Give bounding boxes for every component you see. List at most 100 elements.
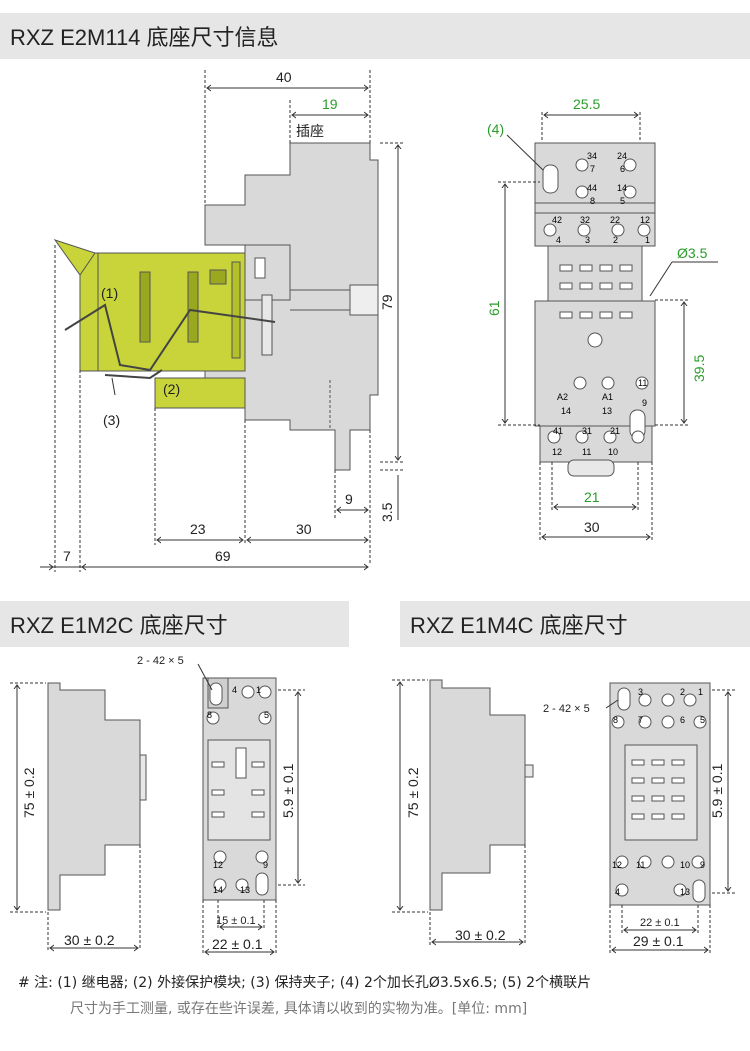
dim-7: 7: [63, 548, 71, 564]
dim-25-5: 25.5: [573, 96, 600, 112]
pin-label: 21: [610, 426, 620, 436]
pin-label: 10: [680, 860, 690, 870]
pin-label: 32: [580, 215, 590, 225]
bottom-right-front-view: [609, 682, 711, 906]
dim-30-left: 30 ± 0.2: [64, 932, 115, 948]
pin-label: 4: [556, 235, 561, 245]
dim-59-right: 5.9 ± 0.1: [709, 763, 725, 818]
bottom-left-pin-labels: 4 1 8 5 12 9 14 13: [207, 685, 269, 895]
bottom-left-dimensions: [10, 663, 305, 955]
pin-label: 8: [590, 196, 595, 206]
callout-4: (4): [487, 121, 504, 137]
dim-30: 30: [296, 521, 312, 537]
pin-label: 11: [638, 378, 647, 388]
notes-line-2: 尺寸为手工测量, 或存在些许误差, 具体请以收到的实物为准。[单位: mm]: [70, 1001, 528, 1017]
top-right-pin-labels: 34 24 7 6 44 14 8 5 42 32 22 12 4 3 2 1 …: [552, 151, 650, 457]
dim-15-left: 15 ± 0.1: [216, 915, 256, 927]
dim-61: 61: [486, 300, 502, 316]
pin-label: 11: [582, 447, 591, 457]
pin-label: 8: [207, 710, 212, 720]
pin-label: 14: [213, 885, 223, 895]
dim-22-right: 22 ± 0.1: [640, 917, 680, 929]
bottom-right-side-view: [429, 679, 534, 911]
pin-label: 12: [612, 860, 622, 870]
dim-59-left: 5.9 ± 0.1: [280, 763, 296, 818]
pin-label: RXZ E1M4C 底座尺寸: [410, 613, 628, 638]
dim-75-left: 75 ± 0.2: [21, 767, 37, 818]
pin-label: RXZ E2M114 底座尺寸信息: [10, 25, 279, 50]
pin-label: 44: [587, 183, 597, 193]
pin-label: 4: [615, 887, 620, 897]
pin-label: 5: [700, 715, 705, 725]
notes-line-1: # 注: (1) 继电器; (2) 外接保护模块; (3) 保持夹子; (4) …: [18, 975, 592, 991]
pin-label: 6: [620, 164, 625, 174]
pin-label: 31: [582, 426, 592, 436]
dim-40: 40: [276, 69, 292, 85]
dim-30-right-bottom: 30 ± 0.2: [455, 927, 506, 943]
pin-label: A2: [557, 392, 568, 402]
bottom-right-pin-labels: 3 2 1 8 7 6 5 12 11 10 9 4 13: [612, 687, 705, 897]
pin-label: 12: [552, 447, 562, 457]
pin-label: 13: [602, 406, 612, 416]
dim-22-left: 22 ± 0.1: [212, 936, 263, 952]
notes: # 注: (1) 继电器; (2) 外接保护模块; (3) 保持夹子; (4) …: [18, 972, 738, 1018]
dim-21: 21: [584, 489, 600, 505]
pin-label: 4: [232, 685, 237, 695]
pin-label: 7: [638, 715, 643, 725]
pin-label: 14: [561, 406, 571, 416]
pin-label: RXZ E1M2C 底座尺寸: [10, 613, 228, 638]
top-right-front-view: [534, 142, 656, 477]
callout-3: (3): [103, 412, 120, 428]
dim-hole: Ø3.5: [677, 245, 708, 261]
pin-label: 12: [640, 215, 650, 225]
pin-label: 9: [700, 860, 705, 870]
dim-30-right: 30: [584, 519, 600, 535]
pin-label: 1: [698, 687, 703, 697]
dim-75-right: 75 ± 0.2: [405, 767, 421, 818]
dim-39-5: 39.5: [691, 355, 707, 382]
dim-29-right: 29 ± 0.1: [633, 933, 684, 949]
pin-label: 2: [613, 235, 618, 245]
slot-label-right: 2 - 42 × 5: [543, 703, 590, 715]
pin-label: 24: [617, 151, 627, 161]
pin-label: 11: [636, 860, 645, 870]
callout-1: (1): [101, 285, 118, 301]
pin-label: 12: [213, 860, 223, 870]
header-right: RXZ E1M4C 底座尺寸: [400, 601, 750, 647]
pin-label: 6: [680, 715, 685, 725]
header-left: RXZ E1M2C 底座尺寸: [0, 601, 349, 647]
pin-label: 13: [680, 887, 690, 897]
pin-label: 1: [256, 685, 261, 695]
pin-label: 14: [617, 183, 627, 193]
pin-label: A1: [602, 392, 613, 402]
pin-label: 22: [610, 215, 620, 225]
bottom-left-front-view: [202, 677, 277, 901]
dim-69: 69: [215, 548, 231, 564]
pin-label: 9: [263, 860, 268, 870]
bottom-left-side-view: [47, 682, 147, 911]
pin-label: 1: [645, 235, 650, 245]
top-right-dimensions: [498, 112, 718, 542]
dim-19: 19: [322, 96, 338, 112]
pin-label: 10: [608, 447, 618, 457]
header-top: RXZ E2M114 底座尺寸信息: [0, 13, 750, 59]
dim-3-5: 3.5: [379, 502, 395, 522]
callout-2: (2): [163, 381, 180, 397]
top-left-dimensions: [40, 70, 405, 572]
dim-9: 9: [345, 491, 353, 507]
bottom-right-dimensions: [392, 679, 735, 955]
pin-label: 8: [613, 715, 618, 725]
pin-label: 41: [553, 426, 563, 436]
pin-label: 2: [680, 687, 685, 697]
top-left-side-view: [53, 142, 379, 471]
pin-label: 3: [638, 687, 643, 697]
pin-label: 5: [620, 196, 625, 206]
pin-label: 34: [587, 151, 597, 161]
pin-label: 9: [642, 398, 647, 408]
pin-label: 3: [585, 235, 590, 245]
label-socket: 插座: [296, 123, 324, 139]
slot-label-left: 2 - 42 × 5: [137, 655, 184, 667]
pin-label: 42: [552, 215, 562, 225]
pin-label: 13: [240, 885, 250, 895]
